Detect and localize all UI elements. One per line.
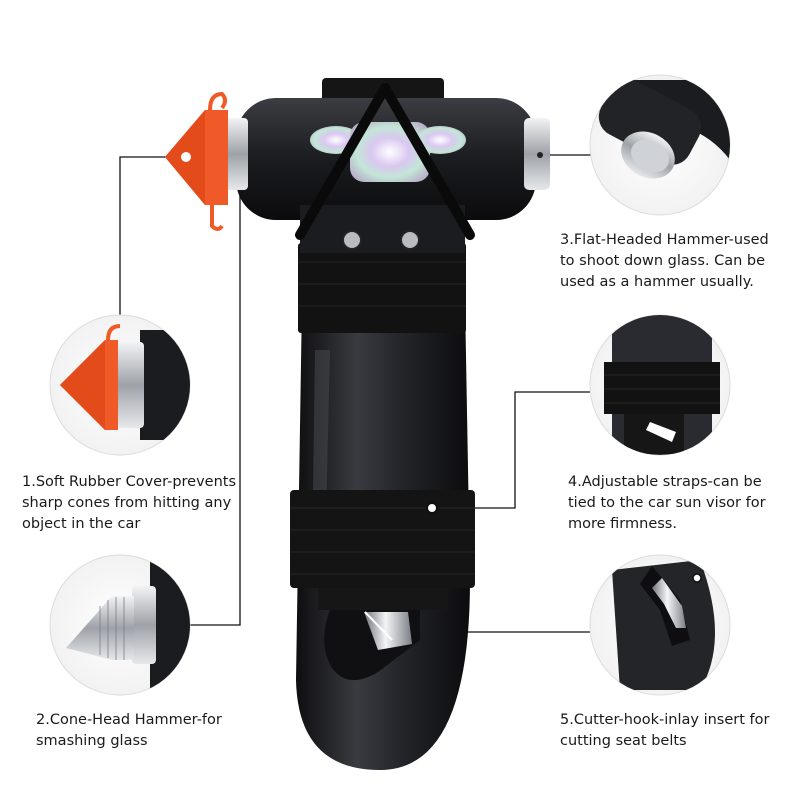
callout-cutter-hook: 5.Cutter-hook-inlay insert for cutting s… [560,710,769,752]
callout-cone-head: 2.Cone-Head Hammer-for smashing glass [36,710,222,752]
callout-line: object in the car [22,516,141,532]
callout-line: 1.Soft Rubber Cover-prevents [22,474,237,490]
detail-straps [589,314,731,456]
callout-line: 5.Cutter-hook-inlay insert for [560,712,770,728]
callout-line: to shoot down glass. Can be [560,253,766,269]
callout-line: smashing glass [36,733,148,749]
callout-line: cutting seat belts [560,733,687,749]
callout-rubber-cover: 1.Soft Rubber Cover-prevents sharp cones… [22,472,236,535]
detail-flat-head [589,74,731,216]
callout-line: tied to the car sun visor for [568,495,766,511]
callout-line: 3.Flat-Headed Hammer-used [560,232,769,248]
callout-line: 2.Cone-Head Hammer-for [36,712,222,728]
callout-line: used as a hammer usually. [560,274,754,290]
detail-rubber-cover [49,314,191,456]
main-hammer [165,78,550,770]
callout-flat-head: 3.Flat-Headed Hammer-used to shoot down … [560,230,769,293]
detail-cutter-hook [589,554,731,696]
callout-straps: 4.Adjustable straps-can be tied to the c… [568,472,766,535]
callout-line: sharp cones from hitting any [22,495,232,511]
detail-cone-head [49,554,191,696]
callout-line: 4.Adjustable straps-can be [568,474,762,490]
callout-line: more firmness. [568,516,677,532]
